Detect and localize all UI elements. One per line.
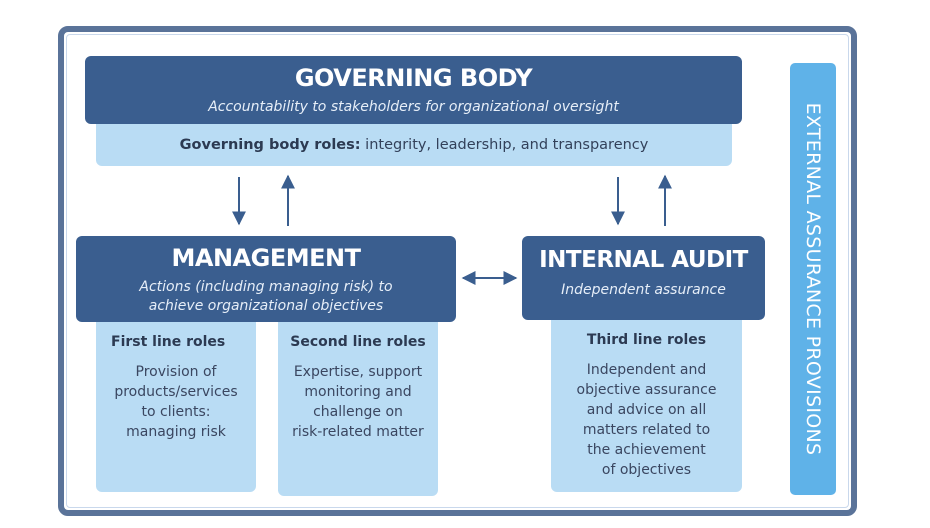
role-line: of objectives (601, 462, 692, 478)
role-line: the achievement (587, 442, 706, 458)
first-line-roles-title: First line roles (111, 334, 226, 350)
governing-body-box: GOVERNING BODY Accountability to stakeho… (85, 56, 742, 124)
management-box: MANAGEMENT Actions (including managing r… (76, 236, 456, 322)
first-line-roles-body: Provision of products/services to client… (96, 362, 256, 442)
role-line: matters related to (582, 422, 711, 438)
management-subtitle-line: Actions (including managing risk) to (139, 279, 393, 295)
role-line: monitoring and (304, 384, 412, 400)
diagram-inner-border (66, 34, 849, 508)
governing-body-subtitle: Accountability to stakeholders for organ… (208, 99, 619, 115)
third-line-roles-box: Third line roles Independent and objecti… (551, 320, 742, 492)
role-line: Provision of (135, 364, 217, 380)
role-line: risk-related matter (292, 424, 424, 440)
internal-audit-title: INTERNAL AUDIT (539, 247, 748, 273)
internal-audit-box: INTERNAL AUDIT Independent assurance (522, 236, 765, 320)
governing-body-title: GOVERNING BODY (294, 64, 533, 92)
second-line-roles-title: Second line roles (290, 334, 426, 350)
management-subtitle: Actions (including managing risk) to ach… (76, 278, 456, 316)
internal-audit-subtitle: Independent assurance (561, 282, 726, 298)
governing-body-roles: Governing body roles: integrity, leaders… (96, 124, 732, 166)
governing-body-roles-label: Governing body roles: (179, 137, 361, 153)
third-line-roles-body: Independent and objective assurance and … (551, 360, 742, 480)
role-line: managing risk (126, 424, 226, 440)
second-line-roles-box: Second line roles Expertise, support mon… (278, 322, 438, 496)
third-line-roles-title: Third line roles (586, 332, 707, 348)
role-line: objective assurance (576, 382, 717, 398)
management-title: MANAGEMENT (171, 244, 361, 272)
second-line-roles-body: Expertise, support monitoring and challe… (278, 362, 438, 442)
role-line: products/services (114, 384, 238, 400)
management-subtitle-line: achieve organizational objectives (148, 298, 384, 314)
role-line: to clients: (141, 404, 211, 420)
external-assurance-bar: EXTERNAL ASSURANCE PROVISIONS (790, 63, 836, 495)
role-line: and advice on all (586, 402, 707, 418)
role-line: Independent and (586, 362, 707, 378)
role-line: challenge on (313, 404, 403, 420)
governing-body-roles-text: integrity, leadership, and transparency (360, 137, 649, 153)
first-line-roles-box: First line roles Provision of products/s… (96, 322, 256, 492)
role-line: Expertise, support (293, 364, 423, 380)
